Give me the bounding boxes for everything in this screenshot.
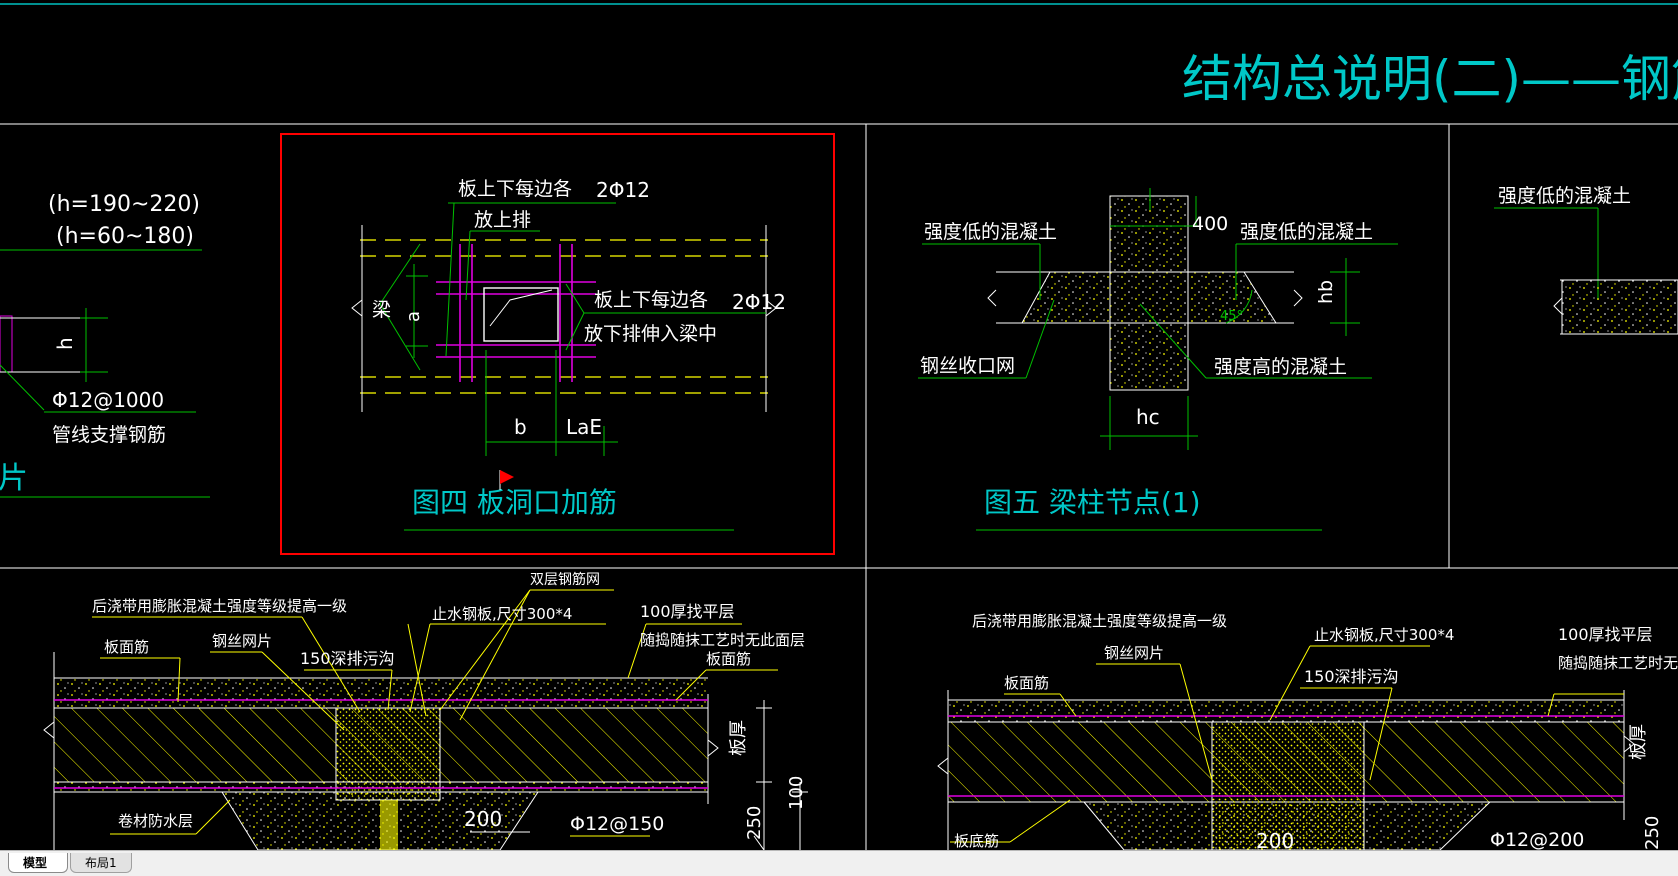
bl-dim-200: 200 (464, 807, 502, 831)
tab-layout1[interactable]: 布局1 (70, 853, 132, 873)
br-trowel: 随捣随抹工艺时无此面层 (1558, 654, 1678, 672)
br-rebar-200: Φ12@200 (1490, 829, 1584, 850)
fig4-bars-right: 2Φ12 (732, 290, 786, 314)
layout-tab-bar: 模型 布局1 (0, 850, 1678, 876)
selection-rectangle[interactable] (280, 133, 835, 555)
h-range-2: (h=60~180) (56, 224, 194, 249)
sheet-title: 结构总说明(二)——钢筋混凝 (1182, 50, 1678, 108)
fig4-each-side-2: 板上下每边各 (594, 289, 708, 311)
fig5-hc: hc (1136, 405, 1160, 429)
bl-rebar-150: Φ12@150 (570, 813, 664, 835)
br-screed: 100厚找平层 (1558, 625, 1653, 644)
h-label: h (53, 337, 77, 350)
h-range-1: (h=190~220) (48, 192, 200, 217)
fig4-upper-layer: 放上排 (474, 209, 531, 231)
bl-top-bar-2: 板面筋 (706, 650, 751, 668)
fig5-low-concrete-left: 强度低的混凝土 (924, 221, 1057, 243)
fig5-hb: hb (1315, 280, 1337, 304)
bl-water-stop: 止水钢板,尺寸300*4 (432, 605, 572, 623)
fig4-bars-top: 2Φ12 (596, 178, 650, 202)
br-slab-thk: 板厚 (1628, 724, 1649, 760)
bl-post-pour: 后浇带用膨胀混凝土强度等级提高一级 (92, 597, 347, 615)
fig5-wire-mesh: 钢丝收口网 (920, 355, 1015, 377)
phi-spacing: Φ12@1000 (52, 388, 164, 412)
drawing-canvas[interactable]: 结构总说明(二)——钢筋混凝 (h=190~220) (h=60~180) h … (0, 0, 1678, 850)
fig5-dim-400: 400 (1192, 213, 1228, 235)
bl-double-mesh: 双层钢筋网 (530, 571, 600, 588)
tab-model[interactable]: 模型 (8, 853, 68, 873)
br-drain: 150深排污沟 (1304, 667, 1399, 686)
pipe-rebar: 管线支撑钢筋 (52, 424, 166, 446)
bl-waterproof: 卷材防水层 (118, 812, 193, 830)
bottom-right-detail: 后浇带用膨胀混凝土强度等级提高一级 止水钢板,尺寸300*4 100厚找平层 钢… (937, 612, 1678, 850)
flag-marker-icon (499, 470, 514, 490)
fig4-caption: 图四 板洞口加筋 (412, 486, 617, 519)
br-dim-250: 250 (1642, 816, 1663, 850)
fig5-angle: 45° (1220, 309, 1243, 324)
fig5-high-concrete: 强度高的混凝土 (1214, 356, 1347, 378)
fig4-a-label: a (403, 311, 424, 322)
bl-drain: 150深排污沟 (300, 649, 395, 668)
fig4-lower-into-beam: 放下排伸入梁中 (584, 323, 717, 345)
bl-slab-thk: 板厚 (728, 720, 749, 756)
sheet-frame (0, 123, 1678, 850)
fig4-beam-label: 梁 (372, 299, 391, 321)
bl-top-bar: 板面筋 (104, 638, 149, 656)
br-wire-piece: 钢丝网片 (1104, 644, 1164, 662)
left-panel-detail: (h=190~220) (h=60~180) h Φ12@1000 管线支撑钢筋… (0, 192, 210, 498)
br-dim-200: 200 (1256, 829, 1294, 850)
br-top-bar: 板面筋 (1004, 674, 1049, 692)
bl-screed: 100厚找平层 (640, 602, 735, 621)
fig5-caption: 图五 梁柱节点(1) (984, 486, 1201, 519)
right-low-concrete: 强度低的混凝土 (1498, 185, 1631, 207)
figure-5-beam-column-joint: 强度低的混凝土 400 强度低的混凝土 hb 45° 钢丝收口网 强度高的混凝土… (918, 188, 1398, 531)
cut-caption: 片 (0, 461, 28, 496)
br-bottom-bar: 板底筋 (954, 832, 999, 850)
bl-dim-100: 100 (786, 776, 807, 810)
right-panel-detail: 强度低的混凝土 (1494, 185, 1678, 335)
fig5-low-concrete-right: 强度低的混凝土 (1240, 221, 1373, 243)
bl-dim-250: 250 (744, 806, 765, 840)
fig4-lae-label: LaE (566, 415, 602, 439)
bl-wire-piece: 钢丝网片 (212, 632, 272, 650)
br-water-stop: 止水钢板,尺寸300*4 (1314, 626, 1454, 644)
bottom-left-detail: 双层钢筋网 后浇带用膨胀混凝土强度等级提高一级 止水钢板,尺寸300*4 100… (43, 571, 808, 850)
fig4-b-label: b (514, 415, 527, 439)
figure-4-slab-opening: 板上下每边各 2Φ12 放上排 板上下每边各 2Φ12 放下排伸入梁中 梁 a … (351, 178, 786, 531)
bl-trowel: 随捣随抹工艺时无此面层 (640, 631, 805, 649)
fig4-each-side: 板上下每边各 (458, 178, 572, 200)
br-post-pour: 后浇带用膨胀混凝土强度等级提高一级 (972, 612, 1227, 630)
